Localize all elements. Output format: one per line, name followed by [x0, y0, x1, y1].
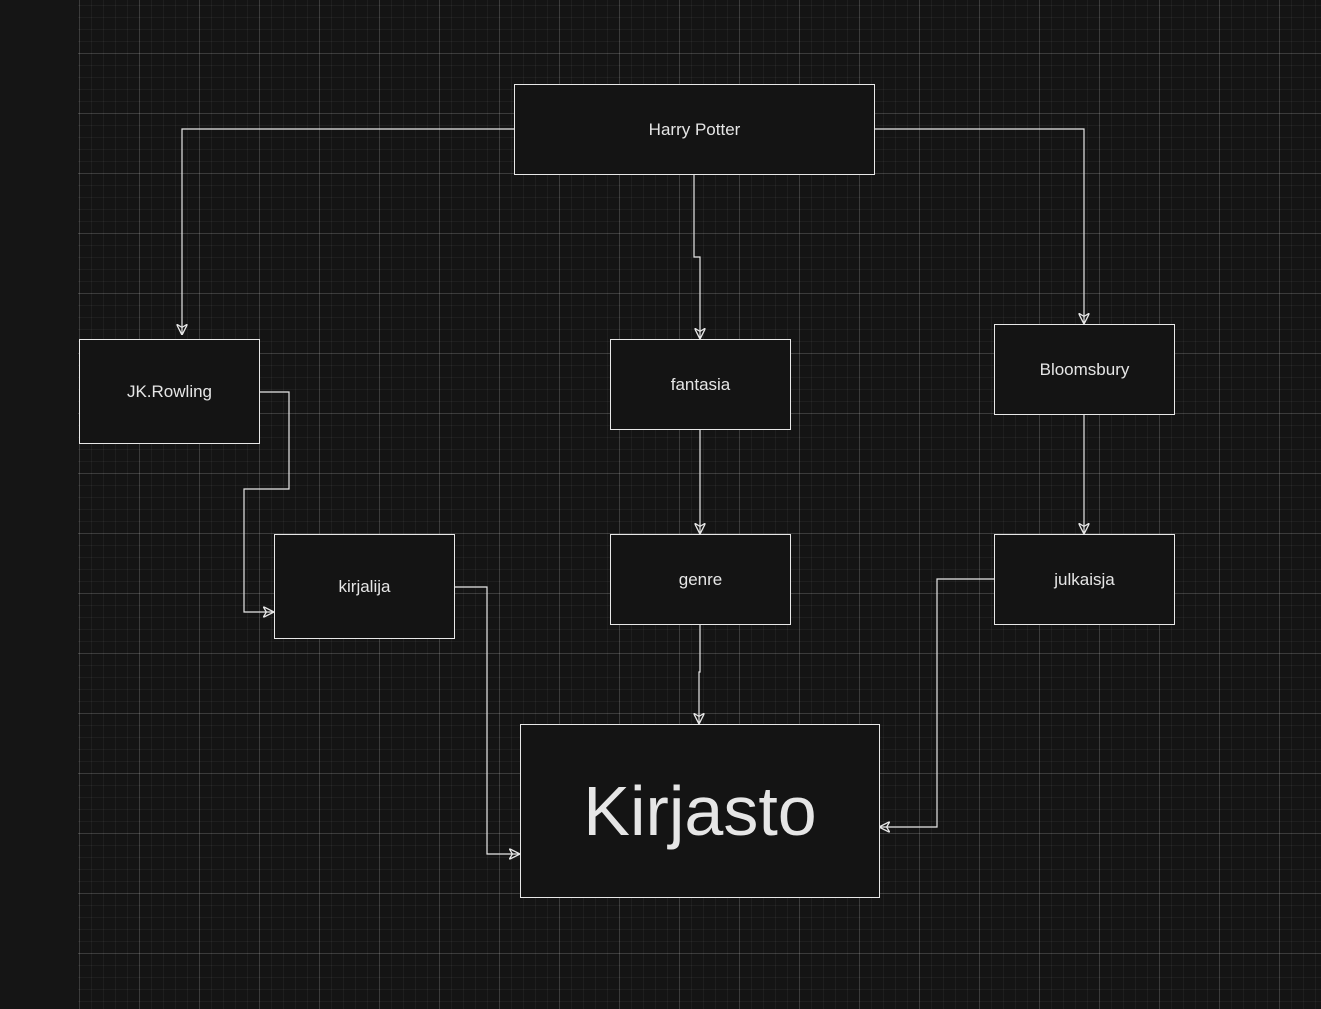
edge-kirjalija-to-kirjasto [454, 586, 519, 854]
node-kirjasto[interactable]: Kirjasto [520, 724, 880, 898]
node-label: fantasia [670, 374, 731, 394]
edge-harry-potter-to-jk-rowling [182, 128, 514, 334]
node-label: Bloomsbury [1039, 359, 1130, 379]
node-jk-rowling[interactable]: JK.Rowling [79, 339, 260, 444]
edge-jk-rowling-to-kirjalija [243, 391, 290, 612]
edge-harry-potter-to-bloomsbury [874, 128, 1084, 323]
node-label: julkaisja [1054, 569, 1115, 589]
node-bloomsbury[interactable]: Bloomsbury [994, 324, 1175, 415]
edge-julkaisja-to-kirjasto [880, 578, 994, 827]
node-label: genre [678, 569, 723, 589]
node-fantasia[interactable]: fantasia [610, 339, 791, 430]
node-label: kirjalija [338, 576, 391, 596]
node-julkaisja[interactable]: julkaisja [994, 534, 1175, 625]
node-label: Harry Potter [648, 119, 741, 139]
node-label: JK.Rowling [126, 381, 213, 401]
node-label: Kirjasto [583, 772, 817, 850]
node-genre[interactable]: genre [610, 534, 791, 625]
edge-harry-potter-to-fantasia [693, 174, 700, 338]
node-kirjalija[interactable]: kirjalija [274, 534, 455, 639]
left-panel [0, 0, 78, 1009]
edge-genre-to-kirjasto [699, 624, 700, 723]
node-harry-potter[interactable]: Harry Potter [514, 84, 875, 175]
